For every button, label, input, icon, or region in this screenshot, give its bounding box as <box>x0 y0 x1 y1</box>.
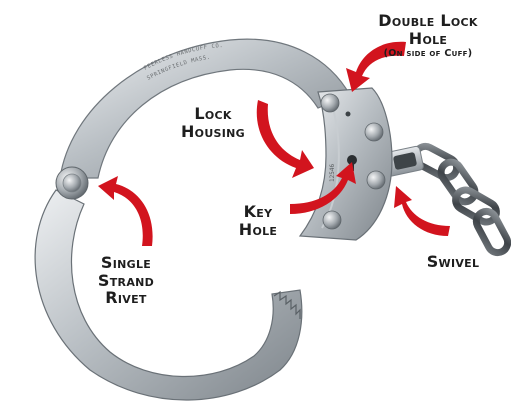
label-swivel: Swivel <box>408 253 498 271</box>
label-single-strand-rivet: Single Strand Rivet <box>74 254 178 307</box>
lock-housing-arrow-icon <box>257 100 314 178</box>
double-lock-hole <box>346 112 351 117</box>
label-lock-housing: Lock Housing <box>168 105 258 140</box>
rivet-arrow-icon <box>98 176 153 246</box>
swivel-arrow-icon <box>394 186 450 236</box>
label-double-lock-hole: Double Lock Hole (On side of Cuff) <box>348 12 508 60</box>
label-key-hole: Key Hole <box>222 203 294 238</box>
chain <box>412 143 511 256</box>
serial-number: 12546 <box>329 164 336 182</box>
lock-housing-body <box>300 88 392 240</box>
